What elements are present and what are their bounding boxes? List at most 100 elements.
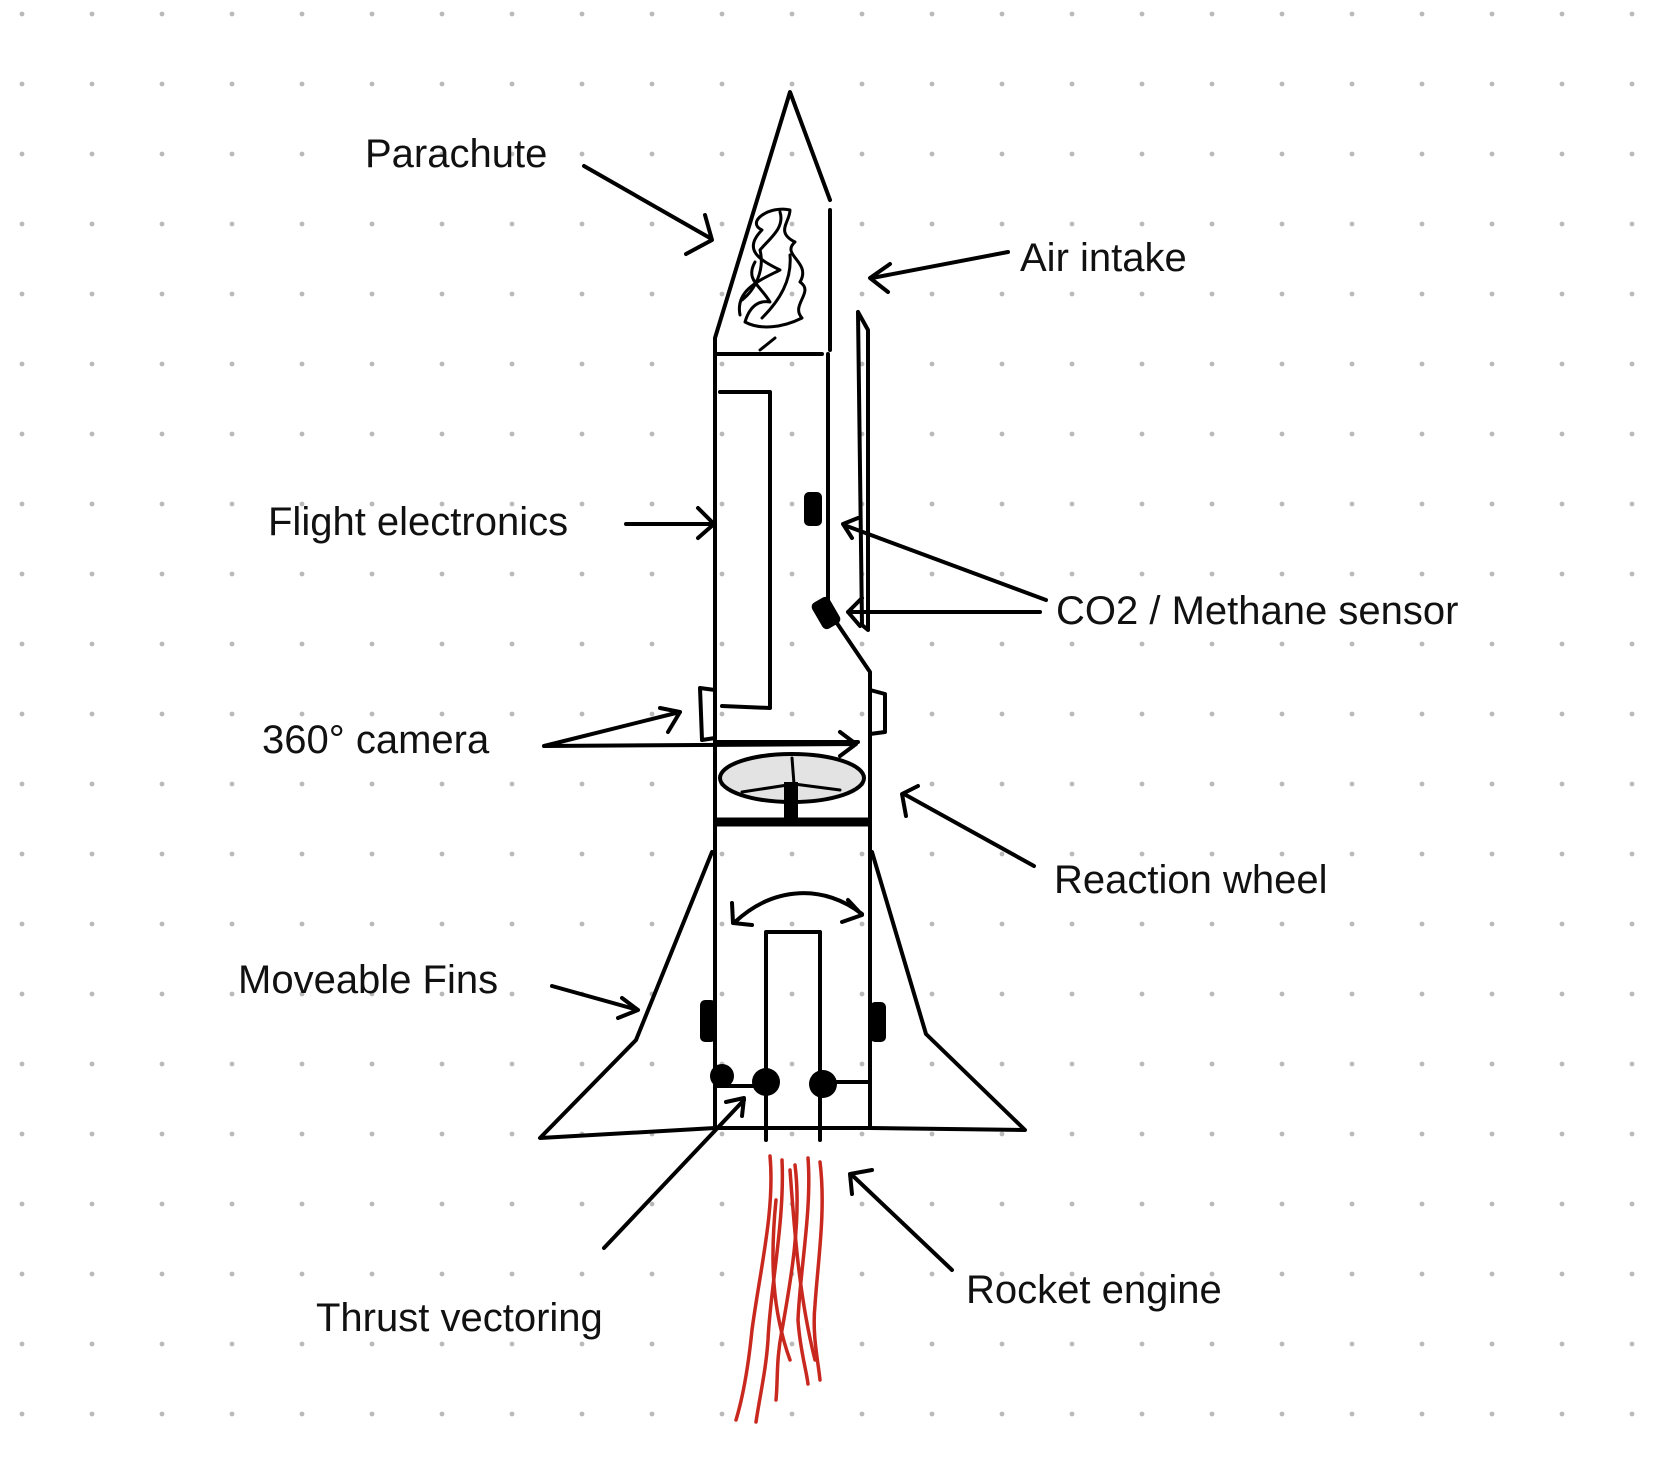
grid-dot bbox=[929, 1131, 935, 1137]
grid-dot bbox=[159, 1411, 165, 1417]
grid-dot bbox=[579, 1201, 585, 1207]
grid-dot bbox=[509, 711, 515, 717]
grid-dot bbox=[1559, 851, 1565, 857]
grid-dot bbox=[719, 1341, 725, 1347]
grid-dot bbox=[1279, 1411, 1285, 1417]
grid-dot bbox=[159, 851, 165, 857]
grid-dot bbox=[299, 1131, 305, 1137]
grid-dot bbox=[159, 641, 165, 647]
grid-dot bbox=[1279, 571, 1285, 577]
fin-actuator-left bbox=[700, 1000, 716, 1042]
grid-dot bbox=[299, 571, 305, 577]
grid-dot bbox=[509, 1341, 515, 1347]
grid-dot bbox=[929, 851, 935, 857]
grid-dot bbox=[369, 431, 375, 437]
grid-dot bbox=[439, 641, 445, 647]
grid-dot bbox=[859, 641, 865, 647]
grid-dot bbox=[649, 571, 655, 577]
grid-dot bbox=[369, 781, 375, 787]
grid-dot bbox=[1139, 1271, 1145, 1277]
grid-dot bbox=[299, 221, 305, 227]
grid-dot bbox=[859, 921, 865, 927]
grid-dot bbox=[929, 1201, 935, 1207]
grid-dot bbox=[369, 11, 375, 17]
grid-dot bbox=[19, 1411, 25, 1417]
grid-dot bbox=[789, 1411, 795, 1417]
grid-dot bbox=[1209, 1061, 1215, 1067]
grid-dot bbox=[1559, 11, 1565, 17]
grid-dot bbox=[1279, 641, 1285, 647]
grid-dot bbox=[369, 81, 375, 87]
sensor-upper-icon bbox=[804, 492, 822, 526]
grid-dot bbox=[1419, 501, 1425, 507]
grid-dot bbox=[439, 431, 445, 437]
grid-dot bbox=[649, 291, 655, 297]
grid-dot bbox=[1209, 361, 1215, 367]
grid-dot bbox=[159, 501, 165, 507]
grid-dot bbox=[789, 501, 795, 507]
grid-dot bbox=[999, 571, 1005, 577]
grid-dot bbox=[19, 11, 25, 17]
grid-dot bbox=[1279, 361, 1285, 367]
grid-dot bbox=[929, 921, 935, 927]
grid-dot bbox=[1349, 851, 1355, 857]
grid-dot bbox=[1419, 1131, 1425, 1137]
grid-dot bbox=[299, 1341, 305, 1347]
grid-dot bbox=[719, 851, 725, 857]
grid-dot bbox=[1629, 501, 1635, 507]
grid-dot bbox=[1489, 1271, 1495, 1277]
grid-dot bbox=[369, 1201, 375, 1207]
grid-dot bbox=[1349, 1341, 1355, 1347]
grid-dot bbox=[439, 1201, 445, 1207]
grid-dot bbox=[1209, 921, 1215, 927]
grid-dot bbox=[649, 1271, 655, 1277]
grid-dot bbox=[719, 1131, 725, 1137]
grid-dot bbox=[649, 1061, 655, 1067]
grid-dot bbox=[19, 921, 25, 927]
grid-dot bbox=[999, 711, 1005, 717]
grid-dot bbox=[1069, 1271, 1075, 1277]
grid-dot bbox=[89, 361, 95, 367]
grid-dot bbox=[1349, 431, 1355, 437]
grid-dot bbox=[1349, 1131, 1355, 1137]
grid-dot bbox=[1209, 501, 1215, 507]
label-moveable-fins: Moveable Fins bbox=[238, 958, 499, 1002]
grid-dot bbox=[1139, 11, 1145, 17]
grid-dot bbox=[789, 361, 795, 367]
grid-dot bbox=[299, 431, 305, 437]
grid-dot bbox=[1209, 151, 1215, 157]
grid-dot bbox=[1559, 1341, 1565, 1347]
grid-dot bbox=[1629, 81, 1635, 87]
grid-dot bbox=[89, 1201, 95, 1207]
grid-dot bbox=[929, 361, 935, 367]
grid-dot bbox=[999, 11, 1005, 17]
grid-dot bbox=[299, 641, 305, 647]
grid-dot bbox=[859, 151, 865, 157]
grid-dot bbox=[19, 1131, 25, 1137]
grid-dot bbox=[579, 921, 585, 927]
grid-dot bbox=[999, 81, 1005, 87]
grid-dot bbox=[1279, 81, 1285, 87]
grid-dot bbox=[579, 1411, 585, 1417]
grid-dot bbox=[859, 361, 865, 367]
grid-dot bbox=[1489, 431, 1495, 437]
grid-dot bbox=[1209, 991, 1215, 997]
grid-dot bbox=[1419, 1341, 1425, 1347]
label-sensor: CO2 / Methane sensor bbox=[1056, 589, 1459, 633]
grid-dot bbox=[19, 711, 25, 717]
grid-dot bbox=[509, 781, 515, 787]
grid-dot bbox=[1489, 291, 1495, 297]
grid-dot bbox=[229, 501, 235, 507]
grid-dot bbox=[1629, 151, 1635, 157]
grid-dot bbox=[999, 361, 1005, 367]
grid-dot bbox=[1489, 851, 1495, 857]
grid-dot bbox=[859, 11, 865, 17]
grid-dot bbox=[1419, 781, 1425, 787]
grid-dot bbox=[1139, 711, 1145, 717]
grid-dot bbox=[1349, 641, 1355, 647]
grid-dot bbox=[1419, 921, 1425, 927]
grid-dot bbox=[89, 1061, 95, 1067]
grid-dot bbox=[649, 641, 655, 647]
grid-dot bbox=[229, 221, 235, 227]
